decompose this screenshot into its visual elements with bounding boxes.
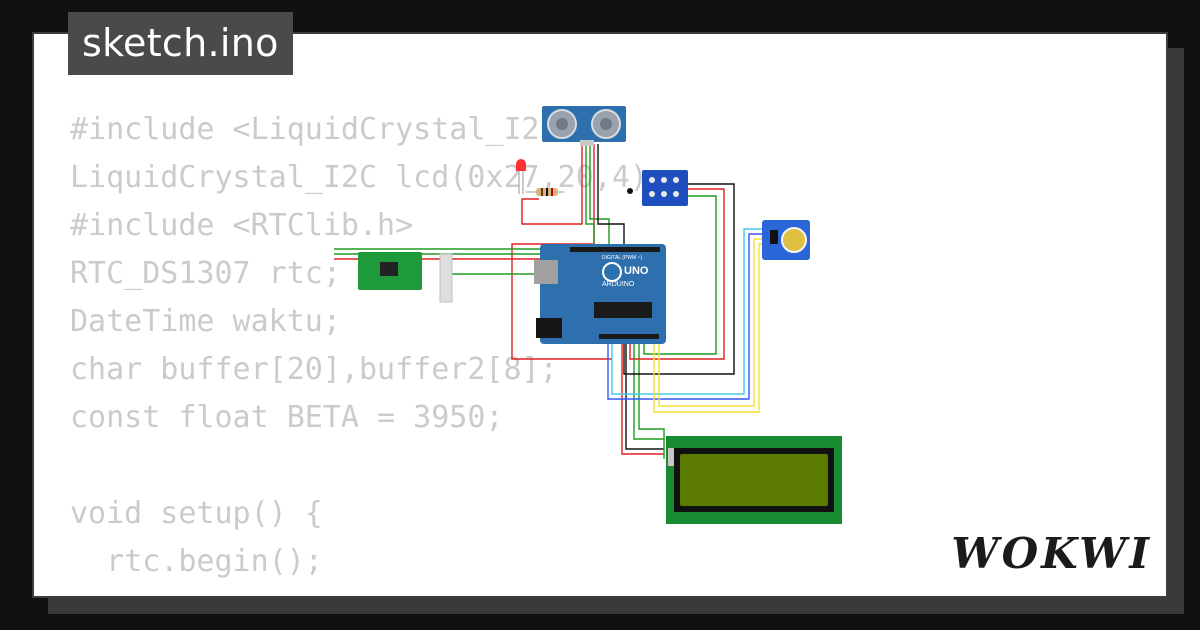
code-line: void setup() { bbox=[70, 496, 323, 531]
wire-green bbox=[585, 144, 595, 244]
arduino-header-label: DIGITAL (PWM ~) bbox=[602, 255, 642, 261]
wire-green bbox=[633, 339, 664, 440]
arduino-uno: UNO ARDUINO DIGITAL (PWM ~) bbox=[534, 244, 666, 344]
arduino-brand-label: ARDUINO bbox=[602, 281, 635, 288]
code-line: RTC_DS1307 rtc; bbox=[70, 256, 341, 291]
wire-yellow bbox=[653, 243, 762, 413]
file-tab[interactable]: sketch.ino bbox=[68, 12, 293, 75]
wire-black bbox=[623, 183, 735, 375]
resistor bbox=[526, 188, 564, 196]
code-line: lcd.init(); bbox=[70, 586, 666, 596]
wire-yellow bbox=[658, 238, 762, 407]
sensor-module bbox=[627, 170, 688, 206]
led bbox=[516, 159, 526, 194]
code-line: #include <RTClib.h> bbox=[70, 208, 414, 243]
wire-red bbox=[629, 188, 725, 360]
code-line: rtc.begin(); bbox=[70, 544, 323, 579]
hx711-module bbox=[358, 252, 453, 303]
circuit-diagram: UNO ARDUINO DIGITAL (PWM ~) bbox=[334, 106, 842, 524]
arduino-model-label: UNO bbox=[624, 265, 649, 277]
wire-green bbox=[638, 339, 665, 459]
lcd-display bbox=[666, 436, 842, 524]
code-line: DateTime waktu; bbox=[70, 304, 341, 339]
code-line: const float BETA = 3950; bbox=[70, 400, 504, 435]
wire-red bbox=[521, 144, 583, 225]
wire-cyan bbox=[611, 228, 762, 395]
code-line: char buffer[20],buffer2[8]; bbox=[70, 352, 558, 387]
wire-green bbox=[643, 195, 717, 355]
wokwi-logo: WOKWI bbox=[951, 529, 1152, 578]
wire-red bbox=[511, 144, 612, 360]
wire-red bbox=[621, 339, 664, 455]
wire-black bbox=[597, 144, 625, 249]
wire-blue bbox=[607, 233, 762, 400]
ultrasonic-sensor bbox=[542, 106, 626, 146]
rtc-module bbox=[762, 220, 810, 260]
wire-green bbox=[589, 144, 610, 249]
code-background: #include <LiquidCrystal_I2C.h>LiquidCrys… bbox=[70, 106, 667, 596]
preview-card[interactable]: #include <LiquidCrystal_I2C.h>LiquidCrys… bbox=[32, 32, 1168, 598]
code-line: LiquidCrystal_I2C lcd(0x27,20,4); bbox=[70, 160, 667, 195]
wire-black bbox=[625, 339, 664, 450]
